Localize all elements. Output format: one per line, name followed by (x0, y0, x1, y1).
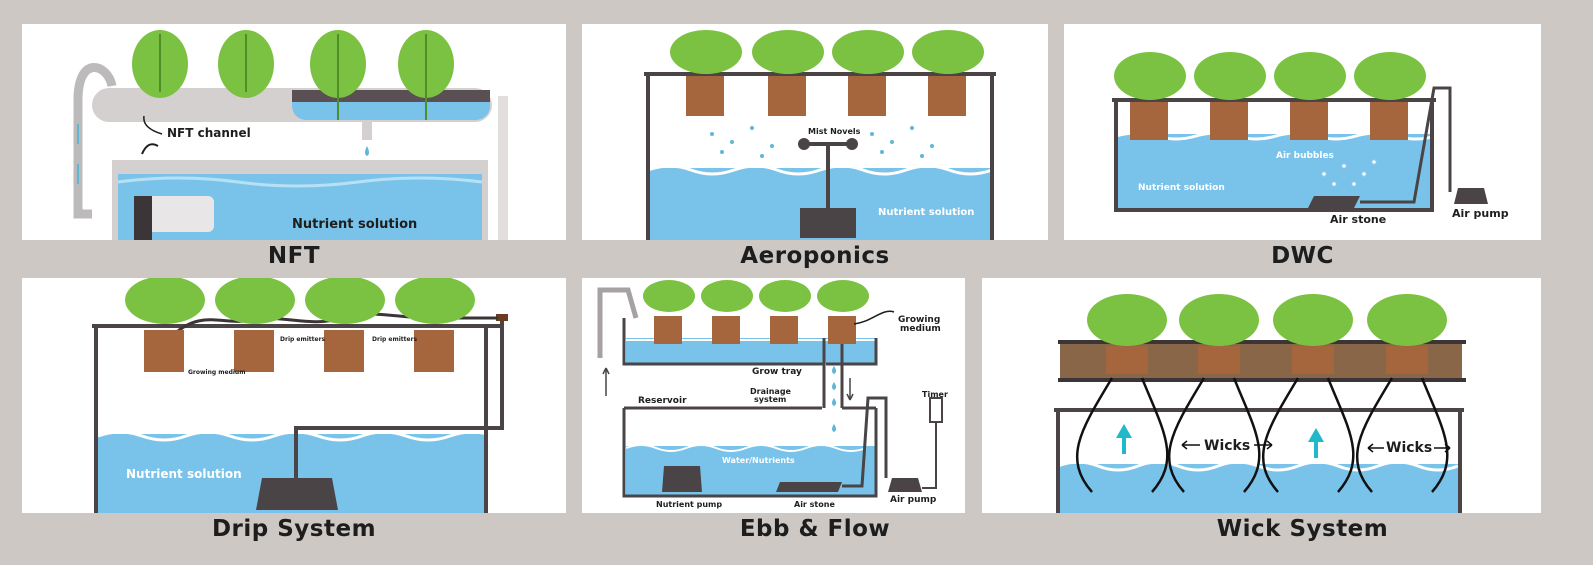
aero-pot-4 (912, 30, 984, 116)
ebb-air-pump-label: Air pump (890, 495, 937, 505)
wick-title: Wick System (1216, 516, 1389, 542)
aero-pot-2 (752, 30, 824, 116)
drip-pot-3 (305, 278, 385, 372)
nft-title: NFT (267, 243, 321, 269)
drip-title: Drip System (211, 516, 377, 542)
nft-solution-label: Nutrient solution (292, 217, 417, 232)
ebb-reservoir-label: Reservoir (638, 396, 687, 406)
aero-pot-1 (670, 30, 742, 116)
drip-pot-1 (125, 278, 205, 372)
aero-pot-3 (832, 30, 904, 116)
wick-pot-2 (1179, 294, 1259, 374)
nft-plant-3 (310, 30, 366, 120)
wick-wicks-label-2: Wicks (1386, 440, 1432, 456)
ebb-diagram: Growing medium Grow tray Drainage system… (597, 280, 948, 509)
ebb-water-label: Water/Nutrients (722, 456, 795, 465)
dwc-air-stone-label: Air stone (1330, 213, 1386, 226)
drip-emitters-label-2: Drip emitters (372, 336, 418, 343)
drip-pot-2 (215, 278, 295, 372)
dwc-pot-2 (1194, 52, 1266, 140)
dwc-panel: Air bubbles Nutrient solution Air stone … (1064, 24, 1541, 240)
dwc-pot-3 (1274, 52, 1346, 140)
ebb-pot-1 (643, 280, 695, 344)
dwc-air-pump-label: Air pump (1452, 207, 1509, 220)
nft-plant-2 (218, 30, 274, 98)
nft-diagram: NFT channel Nutrient solution (73, 30, 508, 240)
ebb-title: Ebb & Flow (739, 516, 891, 542)
ebb-air-stone-label: Air stone (794, 500, 835, 509)
wick-pot-1 (1087, 294, 1167, 374)
drip-pot-4 (395, 278, 475, 372)
wick-up-arrow-1 (1116, 424, 1132, 454)
aero-mist-label: Mist Novels (808, 127, 861, 136)
aero-solution-label: Nutrient solution (878, 207, 974, 218)
ebb-pot-2 (701, 280, 753, 344)
nft-channel-label: NFT channel (167, 126, 251, 140)
ebb-drainage-label-2: system (754, 395, 786, 404)
ebb-nutrient-pump-label: Nutrient pump (656, 500, 722, 509)
wick-wicks-label-1: Wicks (1204, 438, 1250, 454)
wick-pot-4 (1367, 294, 1447, 374)
wick-diagram: Wicks Wicks (1054, 294, 1466, 513)
aeroponics-panel: Mist Novels Nutrient solution (582, 24, 1048, 240)
ebb-pot-4 (817, 280, 869, 344)
nft-panel: NFT channel Nutrient solution (22, 24, 566, 240)
ebb-panel: Growing medium Grow tray Drainage system… (582, 278, 965, 513)
drip-diagram: Drip emitters Drip emitters Growing medi… (92, 278, 508, 513)
dwc-diagram: Air bubbles Nutrient solution Air stone … (1112, 52, 1509, 226)
drip-panel: Drip emitters Drip emitters Growing medi… (22, 278, 566, 513)
aeroponics-title: Aeroponics (740, 243, 890, 269)
aeroponics-diagram: Mist Novels Nutrient solution (644, 30, 996, 240)
ebb-medium-label-1: Growing (898, 315, 940, 325)
dwc-title: DWC (1271, 243, 1334, 269)
dwc-pot-1 (1114, 52, 1186, 140)
drip-emitters-label-1: Drip emitters (280, 336, 326, 343)
dwc-pot-4 (1354, 52, 1426, 140)
ebb-grow-tray-label: Grow tray (752, 367, 802, 377)
wick-pot-3 (1273, 294, 1353, 374)
drip-solution-label: Nutrient solution (126, 467, 242, 481)
dwc-solution-label: Nutrient solution (1138, 183, 1225, 193)
ebb-pot-3 (759, 280, 811, 344)
ebb-medium-label-2: medium (900, 324, 941, 334)
ebb-timer-label: Timer (922, 390, 948, 399)
dwc-bubbles-label: Air bubbles (1276, 151, 1334, 161)
nft-plant-4 (398, 30, 454, 120)
wick-panel: Wicks Wicks (982, 278, 1541, 513)
drip-medium-label: Growing medium (188, 369, 245, 376)
wick-up-arrow-2 (1308, 428, 1324, 458)
ebb-drainage-label-1: Drainage (750, 387, 792, 396)
nft-plant-1 (132, 30, 188, 98)
